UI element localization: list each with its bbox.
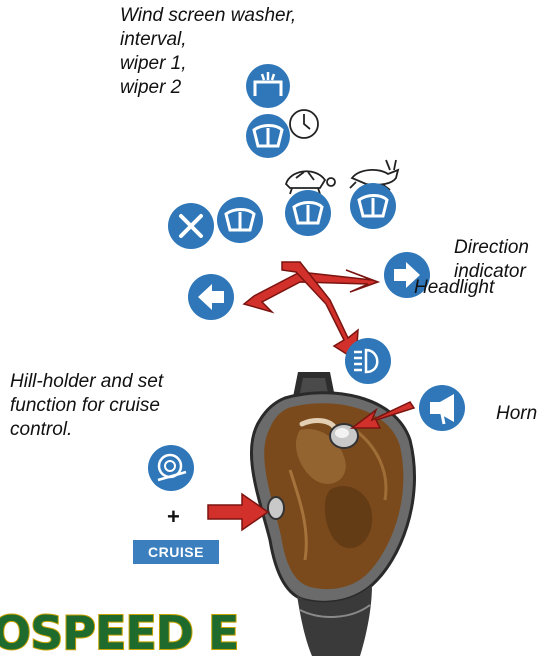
headlight-label: Headlight (414, 276, 494, 300)
wiper-fast-icon[interactable] (350, 183, 396, 229)
horn-label: Horn (496, 402, 537, 426)
washer-label-line-4: wiper 2 (120, 76, 350, 100)
brand-logo: OSPEED E (0, 606, 238, 660)
wiper-interval-icon[interactable] (246, 110, 318, 158)
hill-label-line-1: Hill-holder and set (10, 370, 163, 394)
wiper-medium-icon[interactable] (285, 190, 331, 236)
hill-label-line-2: function for cruise (10, 394, 163, 418)
horn-icon[interactable] (419, 385, 465, 431)
plus-sign: + (167, 504, 180, 530)
hill-holder-icon[interactable] (148, 445, 194, 491)
direction-label-line-1: Direction (454, 236, 529, 260)
wiper-off-icon[interactable] (168, 203, 214, 249)
left-arrow-icon[interactable] (188, 274, 234, 320)
hill-holder-label: Hill-holder and set function for cruise … (10, 370, 163, 442)
hill-label-line-3: control. (10, 418, 163, 442)
washer-label-line-3: wiper 1, (120, 52, 350, 76)
washer-label: Wind screen washer, interval, wiper 1, w… (120, 4, 350, 100)
wiper-slow-icon[interactable] (217, 197, 263, 243)
cruise-button[interactable]: CRUISE (133, 540, 219, 564)
washer-label-line-1: Wind screen washer, (120, 4, 350, 28)
washer-label-line-2: interval, (120, 28, 350, 52)
headlight-icon[interactable] (345, 338, 391, 384)
